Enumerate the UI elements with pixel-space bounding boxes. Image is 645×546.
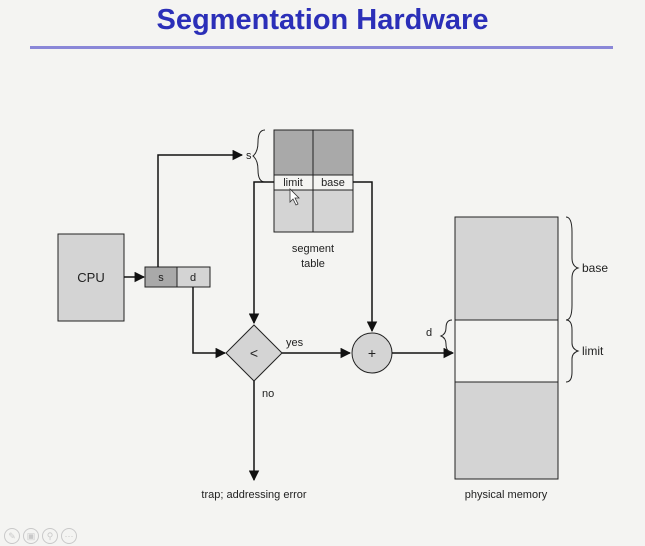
- memory-d-label: d: [426, 327, 432, 339]
- limit-to-comparator-arrow: [248, 181, 274, 325]
- s-to-table-arrow: [157, 149, 244, 267]
- memory-base-label: base: [582, 261, 608, 275]
- memory-segment: [454, 319, 559, 383]
- segment-table-caption-1: segment: [292, 243, 334, 255]
- address-s-label: s: [158, 272, 164, 284]
- segment-table-caption-2: table: [301, 258, 325, 270]
- mouse-cursor-icon: [289, 188, 300, 206]
- segment-index-label: s: [246, 150, 252, 162]
- address-d-label: d: [190, 272, 196, 284]
- cpu-label: CPU: [77, 270, 104, 285]
- comparator-label: <: [250, 345, 258, 361]
- table-limit-label: limit: [283, 177, 303, 189]
- base-brace: [565, 216, 580, 321]
- trap-label: trap; addressing error: [201, 489, 306, 501]
- yes-label: yes: [286, 337, 304, 349]
- d-brace: [439, 319, 453, 353]
- segment-index-brace: [252, 129, 266, 183]
- limit-brace: [565, 319, 580, 383]
- adder-label: +: [368, 345, 376, 361]
- cpu-box: [57, 233, 125, 322]
- table-base-label: base: [321, 177, 345, 189]
- slide-nav-toolbar: ✎ ▣ ⚲ ⋯: [4, 528, 77, 544]
- memory-caption: physical memory: [465, 489, 548, 501]
- memory-limit-label: limit: [582, 344, 604, 358]
- page-title: Segmentation Hardware: [156, 4, 489, 36]
- zoom-icon[interactable]: ⚲: [42, 528, 58, 544]
- save-icon[interactable]: ▣: [23, 528, 39, 544]
- no-label: no: [262, 388, 274, 400]
- base-to-adder-arrow: [353, 181, 378, 333]
- title-divider: [30, 46, 613, 49]
- pen-icon[interactable]: ✎: [4, 528, 20, 544]
- d-to-comparator-arrow: [192, 287, 227, 359]
- more-icon[interactable]: ⋯: [61, 528, 77, 544]
